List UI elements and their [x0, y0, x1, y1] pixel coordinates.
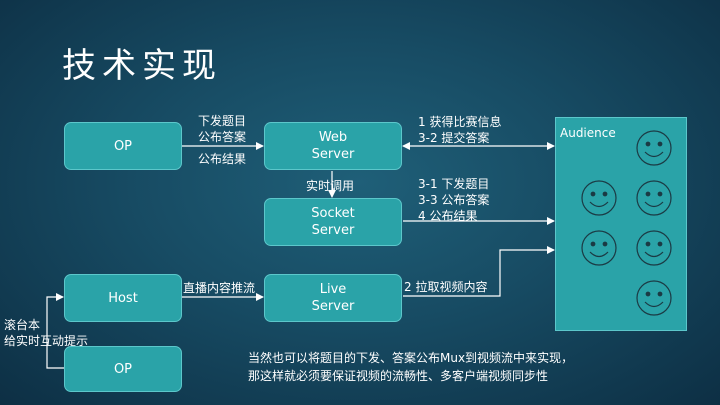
smiley-icon	[636, 180, 672, 216]
page-title: 技术实现	[62, 46, 222, 86]
footnote-line-1: 当然也可以将题目的下发、答案公布Mux到视频流中来实现，	[248, 351, 574, 365]
label-socket-audience-1: 3-1 下发题目	[418, 177, 490, 191]
web-server-label-1: Web	[318, 130, 348, 145]
live-server-box: Live Server	[264, 274, 402, 322]
label-side-2: 给实时互动提示	[4, 334, 89, 348]
socket-server-label-2: Server	[311, 223, 355, 238]
label-op-web-2: 公布答案	[198, 130, 247, 144]
label-live-audience: 2 拉取视频内容	[404, 280, 488, 294]
audience-faces	[581, 130, 672, 316]
label-web-audience-1: 1 获得比赛信息	[418, 115, 502, 129]
host-box: Host	[64, 274, 182, 322]
smiley-icon	[636, 280, 672, 316]
socket-server-label-1: Socket	[311, 206, 355, 221]
audience-box: Audience	[555, 117, 687, 331]
footnote: 当然也可以将题目的下发、答案公布Mux到视频流中来实现， 那这样就必须要保证视频…	[248, 349, 573, 385]
live-server-label-1: Live	[319, 282, 347, 297]
label-socket-audience-2: 3-3 公布答案	[418, 193, 490, 207]
smiley-icon	[581, 180, 617, 216]
smiley-icon	[581, 230, 617, 266]
live-server-label-2: Server	[311, 299, 355, 314]
label-socket-audience-3: 4 公布结果	[418, 209, 478, 223]
label-op-web-3: 公布结果	[198, 152, 247, 166]
op-host-arrow	[46, 293, 64, 369]
op-bottom-label: OP	[113, 361, 133, 377]
op-top-box: OP	[64, 122, 182, 170]
web-server-box: Web Server	[264, 122, 402, 170]
label-web-audience-2: 3-2 提交答案	[418, 131, 490, 145]
op-bottom-box: OP	[64, 346, 182, 392]
web-server-label-2: Server	[311, 147, 355, 162]
host-label: Host	[108, 290, 138, 306]
footnote-line-2: 那这样就必须要保证视频的流畅性、多客户端视频同步性	[248, 369, 549, 383]
socket-server-box: Socket Server	[264, 198, 402, 246]
audience-label: Audience	[560, 126, 616, 140]
label-web-socket: 实时调用	[306, 179, 355, 193]
op-top-label: OP	[113, 138, 133, 154]
label-op-web-1: 下发题目	[198, 114, 247, 128]
label-host-live: 直播内容推流	[183, 281, 256, 295]
smiley-icon	[636, 130, 672, 166]
smiley-icon	[636, 230, 672, 266]
live-audience-arrow	[403, 246, 555, 297]
label-side-1: 滚台本	[4, 318, 41, 332]
